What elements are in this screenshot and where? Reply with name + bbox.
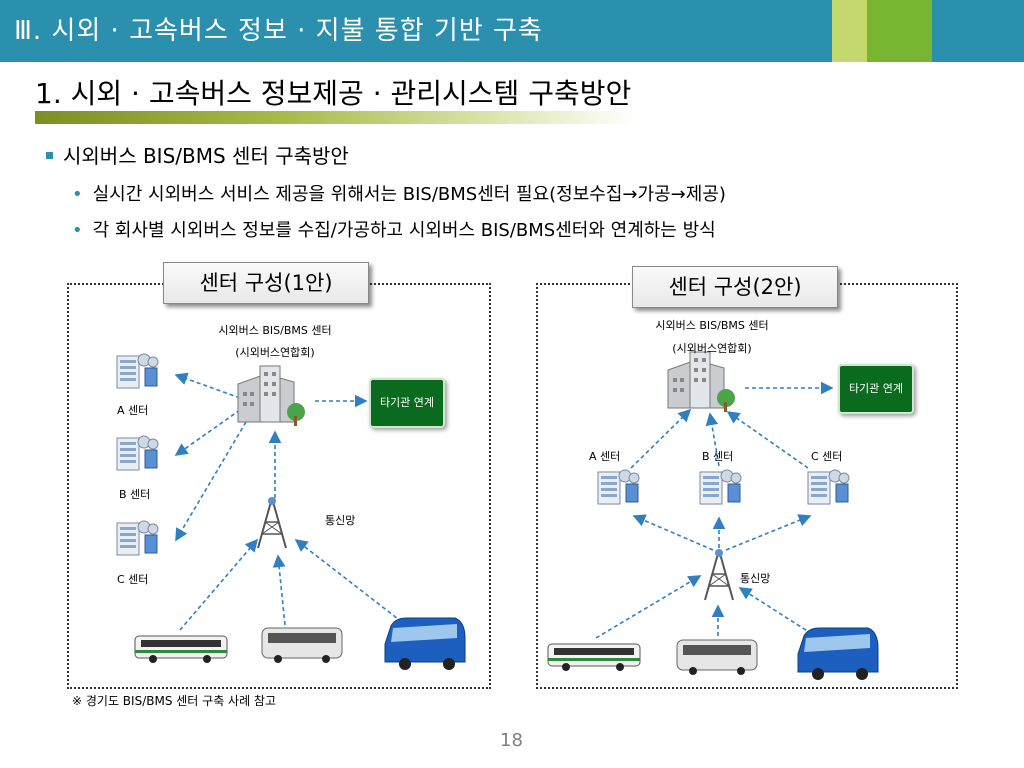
slide-subtitle: 1. 시외 · 고속버스 정보제공 · 관리시스템 구축방안 <box>35 77 632 110</box>
config1-network-label: 통신망 <box>325 514 356 527</box>
sub-bullet-text: 실시간 시외버스 서비스 제공을 위해서는 BIS/BMS센터 필요(정보수집→… <box>92 184 726 205</box>
section-title: Ⅲ. 시외 · 고속버스 정보 · 지불 통합 기반 구축 <box>14 16 543 46</box>
main-bullet: 시외버스 BIS/BMS 센터 구축방안 <box>46 140 349 169</box>
accent-block-light <box>832 0 867 62</box>
header-bar: Ⅲ. 시외 · 고속버스 정보 · 지불 통합 기반 구축 <box>0 0 1024 62</box>
sub-bullet: • 실시간 시외버스 서비스 제공을 위해서는 BIS/BMS센터 필요(정보수집… <box>72 180 726 206</box>
config1-external-link-button[interactable]: 타기관 연계 <box>369 378 445 428</box>
config1-label: 센터 구성(1안) <box>163 262 369 304</box>
square-bullet-icon <box>46 152 53 159</box>
config1-center-c-label: C 센터 <box>117 573 149 586</box>
config1-center-a-label: A 센터 <box>117 404 149 417</box>
config1-center-org: (시외버스연합회) <box>235 346 315 359</box>
config2-center-org: (시외버스연합회) <box>672 342 752 355</box>
config2-center-a-label: A 센터 <box>589 450 621 463</box>
config2-center-name: 시외버스 BIS/BMS 센터 <box>655 319 769 332</box>
subtitle-underline <box>35 111 635 124</box>
dot-bullet-icon: • <box>72 220 83 241</box>
config2-center-b-label: B 센터 <box>702 450 734 463</box>
config1-center-b-label: B 센터 <box>119 488 151 501</box>
config2-label: 센터 구성(2안) <box>632 266 838 308</box>
config2-network-label: 통신망 <box>740 572 771 585</box>
config2-external-link-button[interactable]: 타기관 연계 <box>838 364 914 414</box>
config1-center-name: 시외버스 BIS/BMS 센터 <box>218 324 332 337</box>
accent-block-green <box>867 0 932 62</box>
main-bullet-text: 시외버스 BIS/BMS 센터 구축방안 <box>63 144 349 168</box>
sub-bullet: • 각 회사별 시외버스 정보를 수집/가공하고 시외버스 BIS/BMS센터와 … <box>72 216 716 242</box>
config2-center-c-label: C 센터 <box>811 450 843 463</box>
sub-bullet-text: 각 회사별 시외버스 정보를 수집/가공하고 시외버스 BIS/BMS센터와 연… <box>92 220 716 241</box>
reference-note: ※ 경기도 BIS/BMS 센터 구축 사례 참고 <box>72 694 277 708</box>
page-number: 18 <box>500 730 523 751</box>
dot-bullet-icon: • <box>72 184 83 205</box>
